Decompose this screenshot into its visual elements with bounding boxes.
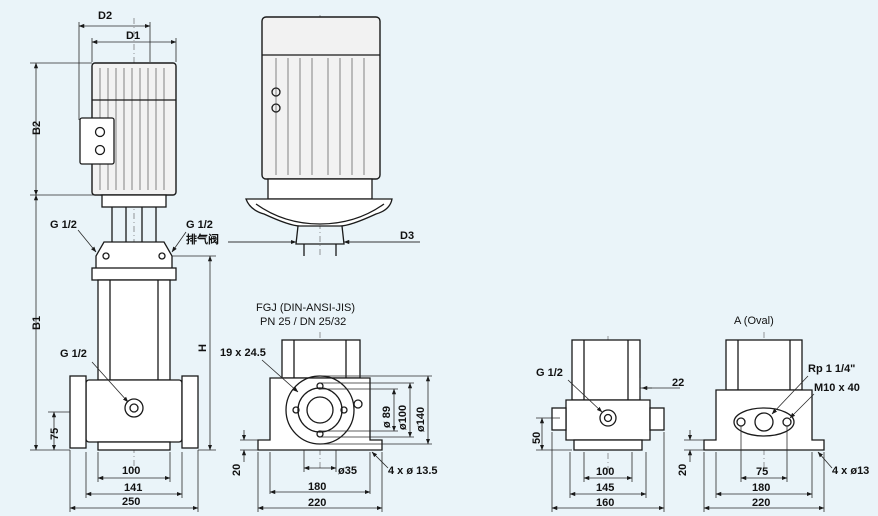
- fgj-sleeve: [281, 339, 361, 379]
- oval-view: A (Oval) Rp 1 1/4" M10 x 40 20 75 180: [677, 315, 869, 512]
- cable-gland-icon: [271, 87, 281, 97]
- side-pump-head: [245, 198, 393, 227]
- side-d22: 22: [672, 377, 684, 389]
- pump-head-ring: [91, 267, 177, 281]
- side-small-body: [565, 399, 651, 441]
- side-small-sleeve: [571, 339, 641, 401]
- pump-base: [85, 379, 183, 443]
- oval-rp: Rp 1 1/4": [808, 363, 855, 375]
- drain-plug-icon: [599, 409, 617, 427]
- oval-h20: 20: [677, 464, 689, 476]
- oval-title: A (Oval): [734, 315, 774, 327]
- side-view: D3: [228, 15, 420, 256]
- oval-w75: 75: [756, 466, 768, 478]
- vent-left-label: G 1/2: [50, 219, 77, 231]
- side-small-inlet: [551, 407, 567, 431]
- drain-plug-icon: [124, 398, 144, 418]
- cable-gland-icon: [271, 103, 281, 113]
- fgj-d140: ø140: [415, 407, 427, 432]
- fgj-w180: 180: [308, 481, 326, 493]
- terminal-box: [79, 117, 115, 165]
- oval-bolts: 4 x ø13: [832, 465, 869, 477]
- fgj-title-1: FGJ (DIN-ANSI-JIS): [256, 302, 355, 314]
- pump-sleeve: [97, 279, 171, 381]
- vent-valve-cn-label: 排气阀: [186, 232, 219, 246]
- label-h: H: [197, 344, 209, 352]
- label-b2: B2: [31, 121, 43, 135]
- side-h50: 50: [531, 432, 543, 444]
- label-100: 100: [122, 465, 140, 477]
- label-250: 250: [122, 496, 140, 508]
- outlet-flange: [181, 375, 199, 449]
- oval-w220: 220: [752, 497, 770, 509]
- motor-stool: [101, 194, 167, 208]
- vent-right-label: G 1/2: [186, 219, 213, 231]
- side-w160: 160: [596, 497, 614, 509]
- label-b1: B1: [31, 316, 43, 330]
- side-small-foot: [573, 439, 643, 451]
- fgj-h20: 20: [231, 464, 243, 476]
- fgj-d100: ø100: [397, 405, 409, 430]
- cable-gland-icon: [94, 144, 106, 156]
- pump-foot: [97, 441, 171, 451]
- fgj-w220: 220: [308, 497, 326, 509]
- side-w145: 145: [596, 482, 614, 494]
- fgj-d35: ø35: [338, 465, 357, 477]
- label-75: 75: [49, 428, 61, 440]
- fgj-bolts: 4 x ø 13.5: [388, 465, 438, 477]
- side-w100: 100: [596, 466, 614, 478]
- oval-flange: [733, 407, 795, 437]
- fgj-view: FGJ (DIN-ANSI-JIS) PN 25 / DN 25/32 19 x…: [220, 302, 438, 512]
- fgj-d89: ø 89: [381, 406, 393, 428]
- side-small-outlet: [649, 407, 665, 431]
- side-small-view: G 1/2 22 50 100 145 160: [531, 336, 684, 512]
- cable-gland-icon: [94, 126, 106, 138]
- side-drain-label: G 1/2: [536, 367, 563, 379]
- label-d2: D2: [98, 10, 112, 22]
- oval-body: [703, 389, 825, 451]
- front-view: D2 D1 G 1/2 G 1/2: [30, 10, 219, 512]
- fgj-title-2: PN 25 / DN 25/32: [260, 316, 346, 328]
- label-d3: D3: [400, 230, 414, 242]
- side-motor-stool: [267, 178, 373, 200]
- side-motor-body: [261, 16, 381, 180]
- label-141: 141: [124, 482, 142, 494]
- drain-label: G 1/2: [60, 348, 87, 360]
- inlet-flange: [69, 375, 87, 449]
- pump-head: [95, 241, 173, 271]
- oval-m10: M10 x 40: [814, 382, 860, 394]
- fgj-flange-spec: 19 x 24.5: [220, 347, 266, 359]
- label-d1: D1: [126, 30, 140, 42]
- oval-w180: 180: [752, 482, 770, 494]
